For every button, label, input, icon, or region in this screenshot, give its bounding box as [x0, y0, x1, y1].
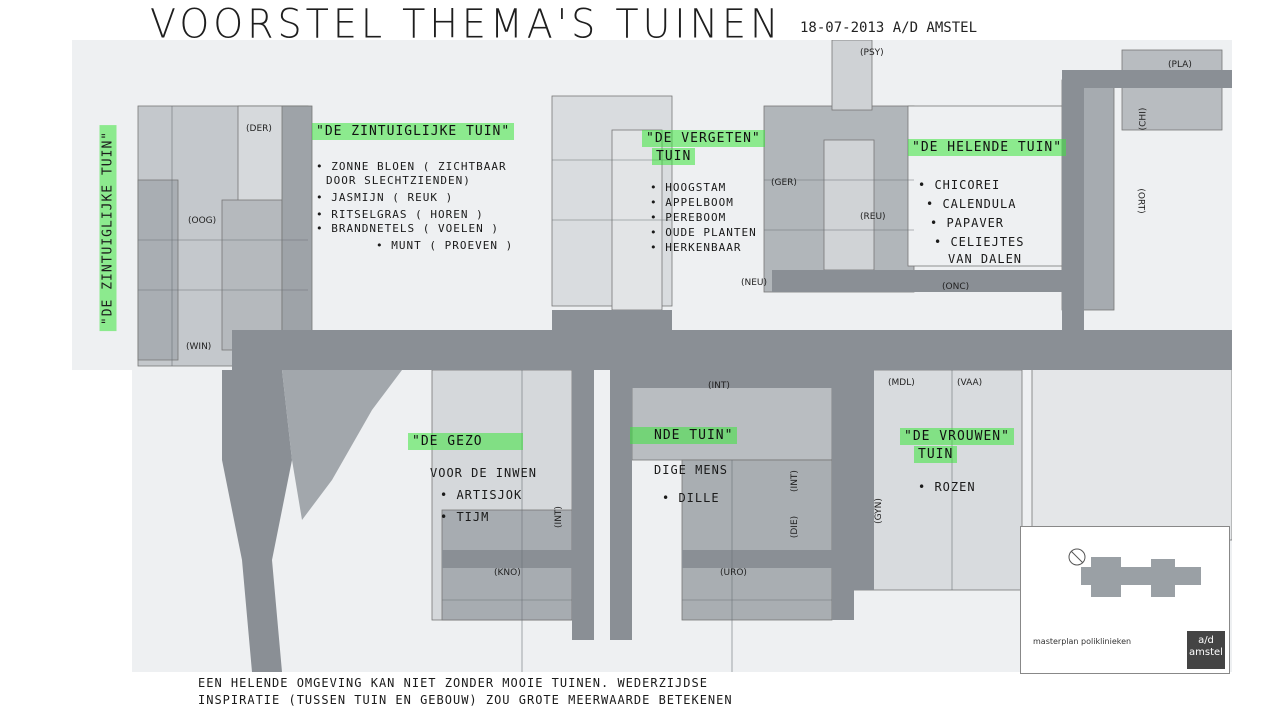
theme-title: "DE VERGETEN": [642, 130, 765, 147]
plant-item: • DILLE: [662, 491, 720, 505]
north-arrow-icon: [1068, 548, 1086, 566]
plant-item: • MUNT ( PROEVEN ): [376, 239, 514, 252]
room-label-neu: (NEU): [741, 278, 768, 288]
theme-title-continued: NDE TUIN": [630, 427, 738, 444]
plant-list-helende: • CHICOREI • CALENDULA • PAPAVER • CELIE…: [918, 176, 1024, 266]
room-label-reu: (REU): [860, 212, 886, 222]
room-label-ger: (GER): [771, 178, 797, 188]
room-label-int-v1: (INT): [553, 506, 564, 528]
plant-list-vrouwen: • ROZEN: [918, 480, 976, 494]
building-blocks: [137, 40, 1232, 621]
footer-line-1: EEN HELENDE OMGEVING KAN NIET ZONDER MOO…: [198, 676, 708, 690]
plant-item: DOOR SLECHTZIENDEN): [326, 174, 471, 187]
room-label-gyn: (GYN): [873, 498, 884, 524]
plant-item: • ROZEN: [918, 480, 976, 494]
plant-item: • PAPAVER: [930, 216, 1005, 230]
plant-item: • HERKENBAAR: [650, 241, 742, 254]
plant-item: • RITSELGRAS ( HOREN ): [316, 208, 484, 221]
plant-item: • ZONNE BLOEN ( ZICHTBAAR: [316, 160, 507, 173]
plant-item: VAN DALEN: [948, 252, 1023, 266]
plant-item: • JASMIJN ( REUK ): [316, 191, 454, 204]
room-label-der: (DER): [246, 124, 272, 134]
theme-title: "DE VROUWEN": [900, 428, 1014, 445]
theme-zintuiglijke-tuin: "DE ZINTUIGLIJKE TUIN": [312, 123, 515, 140]
corridors: [222, 70, 1232, 672]
plant-item: • PEREBOOM: [650, 211, 727, 224]
plant-item: • OUDE PLANTEN: [650, 226, 757, 239]
room-label-onc: (ONC): [942, 282, 970, 292]
theme-gezonde-tuin-part2: NDE TUIN": [630, 427, 738, 444]
room-label-win: (WIN): [186, 342, 212, 352]
room-label-uro: (URO): [720, 568, 747, 578]
plant-item: • CELIEJTES: [934, 235, 1025, 249]
amstel-logo: a/d amstel: [1187, 631, 1225, 669]
plant-item: DIGE MENS: [654, 463, 729, 477]
room-label-die: (DIE): [790, 515, 801, 539]
plant-item: • TIJM: [440, 510, 490, 524]
plant-list-gezonde-right: DIGE MENS • DILLE: [654, 456, 728, 512]
plant-item: VOOR DE INWEN: [430, 466, 537, 480]
plant-item: • HOOGSTAM: [650, 181, 727, 194]
room-label-mdl: (MDL): [888, 378, 915, 388]
theme-title-line2: TUIN: [652, 148, 696, 165]
plant-item: • CALENDULA: [926, 197, 1017, 211]
theme-title: "DE GEZO: [408, 433, 523, 450]
room-label-ort: (ORT): [1135, 188, 1146, 214]
theme-gezonde-tuin-part1: "DE GEZO: [408, 433, 523, 450]
plant-item: • CHICOREI: [918, 178, 1001, 192]
theme-title: "DE ZINTUIGLIJKE TUIN": [312, 123, 515, 140]
room-label-kno: (KNO): [494, 568, 521, 578]
room-label-pla: (PLA): [1168, 60, 1192, 70]
plan-margin: [72, 370, 132, 672]
plant-item: • APPELBOOM: [650, 196, 734, 209]
room-label-vaa: (VAA): [957, 378, 983, 388]
wall-lines: [138, 106, 953, 672]
theme-title-line2: TUIN: [914, 446, 958, 463]
plant-list-gezonde-left: VOOR DE INWEN • ARTISJOK • TIJM: [430, 462, 537, 528]
vertical-theme-title: "DE ZINTUIGLIJKE TUIN": [88, 112, 128, 344]
drawing-title-block: masterplan poliklinieken a/d amstel: [1020, 526, 1230, 674]
room-label-psy: (PSY): [860, 48, 884, 58]
room-label-oog: (OOG): [188, 216, 217, 226]
plant-list-vergeten: • HOOGSTAM • APPELBOOM • PEREBOOM • OUDE…: [650, 180, 757, 255]
theme-vergeten-tuin: "DE VERGETEN" TUIN: [642, 130, 765, 166]
theme-helende-tuin: "DE HELENDE TUIN": [908, 139, 1067, 156]
room-label-chi: (CHI): [1138, 107, 1149, 131]
date-note: 18-07-2013 A/D AMSTEL: [800, 20, 978, 36]
site-thumbnail: [1068, 548, 1201, 597]
plant-item: • BRANDNETELS ( VOELEN ): [316, 222, 499, 235]
footer-line-2: INSPIRATIE (TUSSEN TUIN EN GEBOUW) ZOU G…: [198, 693, 733, 707]
project-name: masterplan poliklinieken: [1033, 637, 1132, 646]
plant-item: • ARTISJOK: [440, 488, 523, 502]
vertical-theme-label: "DE ZINTUIGLIJKE TUIN": [99, 124, 117, 332]
room-label-int-h: (INT): [708, 381, 730, 391]
room-label-int-v2: (INT): [789, 470, 800, 492]
plant-list-zintuig: • ZONNE BLOEN ( ZICHTBAAR DOOR SLECHTZIE…: [316, 160, 513, 253]
page-title: VOORSTEL THEMA'S TUINEN: [150, 0, 783, 48]
theme-title: "DE HELENDE TUIN": [908, 139, 1067, 156]
theme-vrouwen-tuin: "DE VROUWEN" TUIN: [900, 428, 1014, 464]
